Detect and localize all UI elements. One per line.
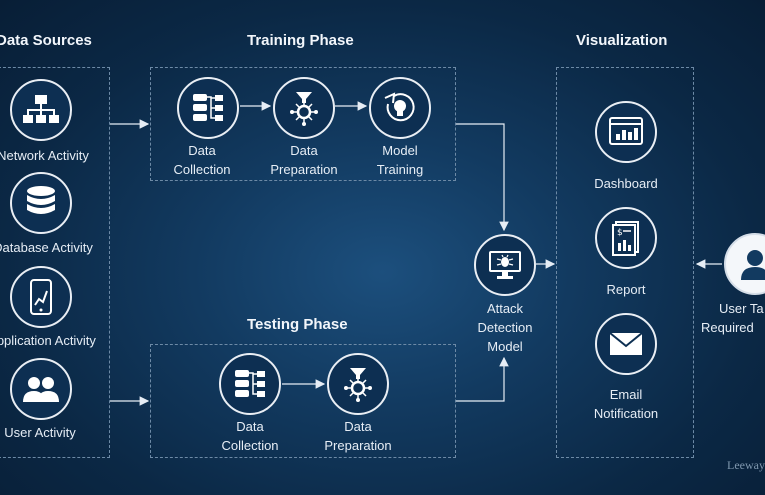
training-step-3-line2: Training xyxy=(376,162,424,177)
test-data-collection-icon xyxy=(219,353,281,415)
source-label-user: User Activity xyxy=(4,425,76,440)
testing-phase-box xyxy=(150,344,456,458)
model-label-line3: Model xyxy=(487,339,523,354)
source-label-database: Database Activity xyxy=(0,240,93,255)
output-label-notification: Notification xyxy=(593,406,659,421)
testing-phase-title: Testing Phase xyxy=(247,316,348,333)
training-phase-title: Training Phase xyxy=(247,32,354,49)
data-sources-title: Data Sources xyxy=(0,32,92,49)
visualization-title: Visualization xyxy=(576,32,668,49)
source-label-application: Application Activity xyxy=(0,333,96,348)
training-step-2-line1: Data xyxy=(290,143,318,158)
model-label-line2: Detection xyxy=(477,320,533,335)
output-label-email: Email xyxy=(609,387,643,402)
training-step-1-line1: Data xyxy=(188,143,216,158)
dashboard-icon xyxy=(595,101,657,163)
testing-step-2-line1: Data xyxy=(344,419,372,434)
visualization-box xyxy=(556,67,694,458)
network-icon xyxy=(10,79,72,141)
monitor-bug-icon xyxy=(474,234,536,296)
data-collection-icon xyxy=(177,77,239,139)
user-icon xyxy=(724,233,765,295)
mail-icon xyxy=(595,313,657,375)
model-label-line1: Attack xyxy=(486,301,524,316)
testing-step-1-line2: Collection xyxy=(221,438,279,453)
arrow-testing-to-model xyxy=(456,356,509,402)
test-data-preparation-icon xyxy=(327,353,389,415)
output-label-report: Report xyxy=(606,282,646,297)
training-step-3-line1: Model xyxy=(382,143,418,158)
database-icon xyxy=(10,172,72,234)
training-step-1-line2: Collection xyxy=(173,162,231,177)
testing-step-1-line1: Data xyxy=(236,419,264,434)
training-phase-box xyxy=(150,67,456,181)
user-label-line1: User Ta xyxy=(719,301,764,316)
mobile-chart-icon xyxy=(10,266,72,328)
data-sources-box xyxy=(0,67,110,458)
users-icon xyxy=(10,358,72,420)
output-label-dashboard: Dashboard xyxy=(594,176,658,191)
source-label-network: Network Activity xyxy=(0,148,89,163)
arrow-training-to-model xyxy=(456,123,509,232)
watermark: Leeway xyxy=(727,458,765,472)
report-icon: $ xyxy=(595,207,657,269)
training-step-2-line2: Preparation xyxy=(270,162,338,177)
user-label-line2: Required xyxy=(701,320,754,335)
svg-text:$: $ xyxy=(617,228,623,238)
model-training-icon xyxy=(369,77,431,139)
data-preparation-icon xyxy=(273,77,335,139)
testing-step-2-line2: Preparation xyxy=(324,438,392,453)
